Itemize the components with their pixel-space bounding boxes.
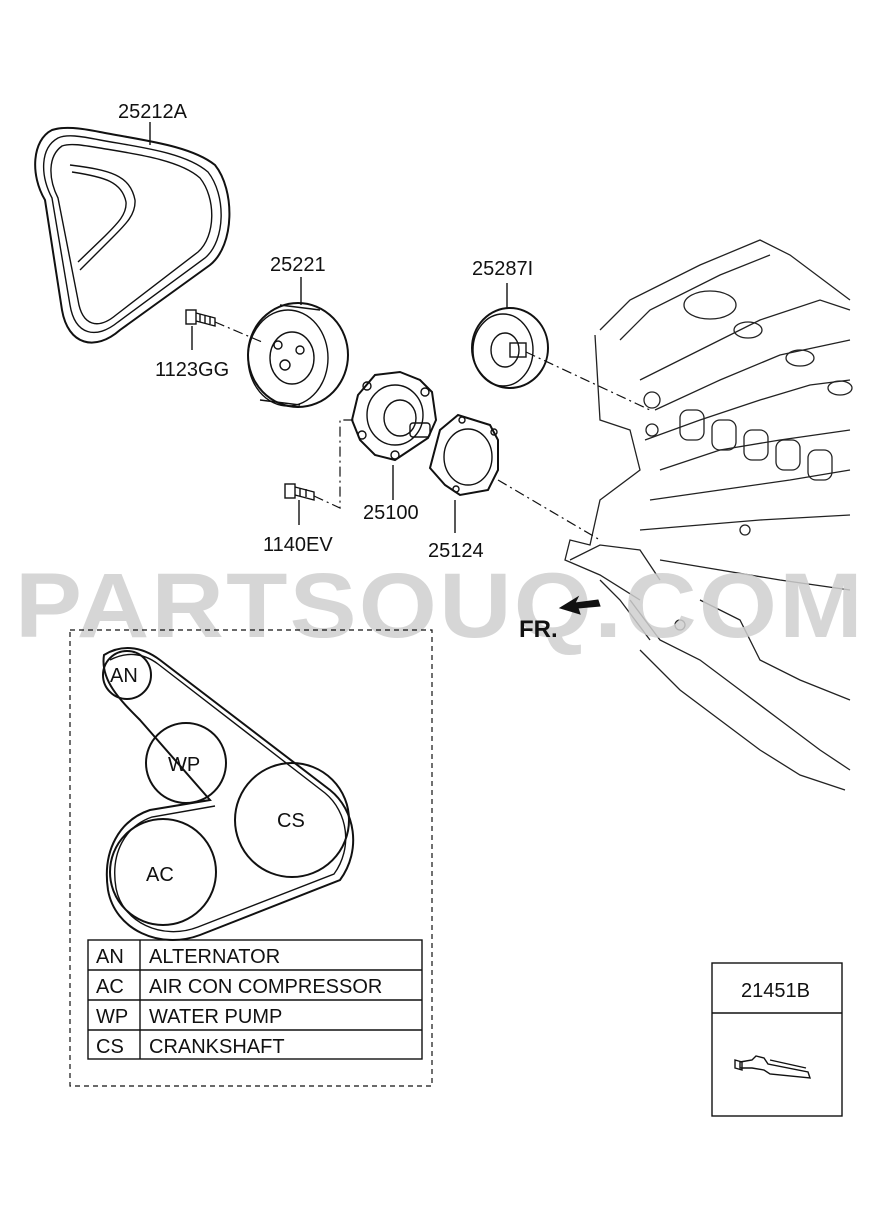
legend-code: AN (96, 946, 124, 968)
part-label-pulley-bolt: 1123GG (155, 359, 229, 381)
engine-block-drawing (564, 239, 853, 791)
part-label-pump-bolt: 1140EV (263, 534, 333, 556)
legend-name: ALTERNATOR (149, 946, 280, 968)
water-pump-drawing (350, 370, 438, 500)
pulley-label-an: AN (110, 665, 138, 687)
gasket-drawing (428, 413, 601, 541)
front-arrow-icon (558, 595, 601, 615)
part-label-tensioner: 25287I (472, 258, 533, 280)
pump-bolt-drawing (284, 419, 355, 525)
drive-belt-drawing (34, 122, 231, 344)
part-label-sealant: 21451B (741, 980, 810, 1002)
part-label-belt: 25212A (118, 101, 188, 123)
legend-code: AC (96, 976, 124, 998)
pulley-label-cs: CS (277, 810, 305, 832)
part-label-gasket: 25124 (428, 540, 484, 562)
tensioner-pulley-drawing (471, 283, 651, 411)
watermark: PARTSOUQ.COM (15, 555, 865, 657)
legend-table (87, 939, 423, 1060)
part-label-water-pump: 25100 (363, 502, 419, 524)
pulley-cs-circle (234, 762, 350, 878)
pulley-ac-circle (109, 818, 217, 926)
front-marker-label: FR. (519, 616, 558, 643)
legend-code: CS (96, 1036, 124, 1058)
legend-name: CRANKSHAFT (149, 1036, 285, 1058)
pulley-label-wp: WP (168, 754, 200, 776)
belt-routing-diagram (102, 647, 355, 941)
legend-name: WATER PUMP (149, 1006, 282, 1028)
pulley-label-ac: AC (146, 864, 174, 886)
pulley-an-circle (102, 650, 152, 700)
part-label-idler-pulley: 25221 (270, 254, 326, 276)
legend-code: WP (96, 1006, 128, 1028)
legend-name: AIR CON COMPRESSOR (149, 976, 382, 998)
pulley-wp-circle (145, 722, 227, 804)
sealant-tube-icon (734, 1055, 812, 1079)
sealant-box (711, 962, 843, 1117)
pulley-bolt-drawing (185, 309, 263, 350)
idler-pulley-drawing (247, 277, 349, 408)
belt-routing-box (69, 629, 433, 1087)
